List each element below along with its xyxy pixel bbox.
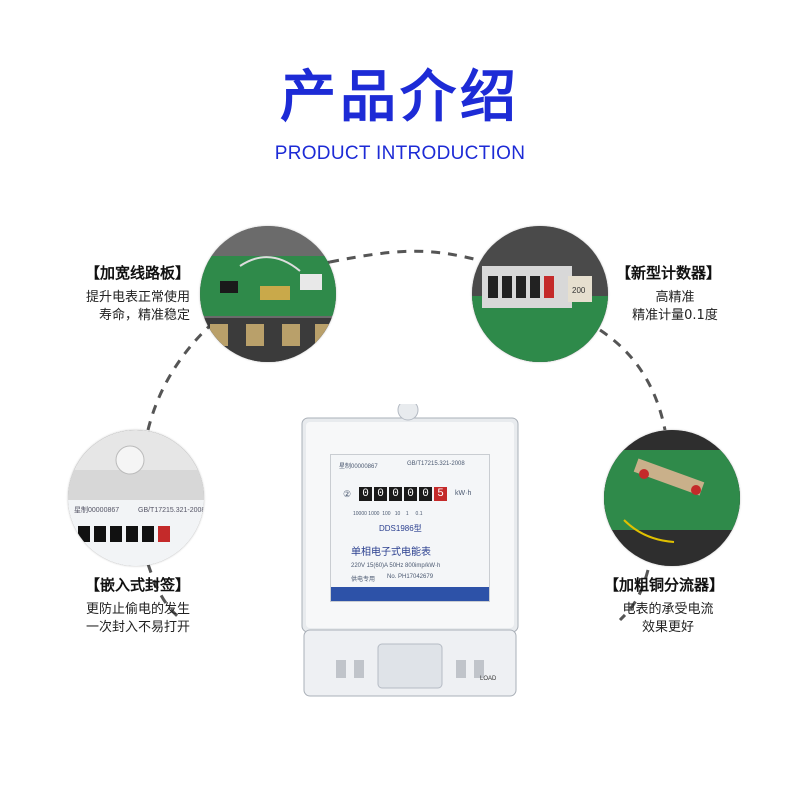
electric-meter: 星制00000867 GB/T17215.321-2008 ② 0 0 0 0 … [296, 399, 524, 700]
feature-title-copper-shunt: 【加粗铜分流器】 [604, 576, 725, 594]
meter-blue-band [331, 587, 489, 601]
meter-cert: 星制00000867 [339, 464, 378, 470]
page-title-cn: 产品介绍 [280, 65, 520, 130]
meter-model: DDS1986型 [379, 524, 422, 533]
counter-photo: 200 [472, 226, 608, 362]
feature-desc-copper-shunt-line1: 电表的承受电流 [622, 602, 714, 617]
meter-use-label: 供电专用 [351, 577, 376, 583]
meter-digit: 0 [404, 487, 417, 501]
svg-text:GB/T17215.321-2008: GB/T17215.321-2008 [138, 507, 204, 514]
meter-load-label: LOAD [480, 676, 497, 682]
meter-nameplate: 星制00000867 GB/T17215.321-2008 ② 0 0 0 0 … [330, 454, 490, 602]
page-title-en: PRODUCT INTRODUCTION [274, 143, 526, 164]
meter-serial: No. PH17042679 [387, 574, 434, 580]
meter-standard: GB/T17215.321-2008 [407, 461, 465, 467]
meter-name: 单相电子式电能表 [351, 547, 431, 558]
feature-desc-seal-line2: 一次封入不易打开 [85, 620, 190, 635]
meter-unit: kW·h [455, 490, 472, 497]
meter-spec: 220V 15(60)A 50Hz 800imp/kW·h [351, 563, 441, 569]
meter-digit: 0 [374, 487, 387, 501]
feature-desc-copper-shunt-line2: 效果更好 [641, 620, 694, 635]
copper-shunt-photo [604, 430, 740, 566]
meter-digit: 0 [359, 487, 372, 501]
svg-text:星制00000867: 星制00000867 [74, 505, 119, 514]
feature-title-seal: 【嵌入式封签】 [84, 576, 190, 594]
meter-digit-decimal: 5 [434, 487, 447, 501]
embedded-seal-photo: 星制00000867 GB/T17215.321-2008 [68, 430, 204, 566]
feature-desc-seal-line1: 更防止偷电的发生 [85, 602, 190, 617]
meter-phase-no: ② [343, 489, 352, 499]
meter-digit: 0 [389, 487, 402, 501]
feature-desc-counter-line2: 精准计量0.1度 [632, 308, 718, 323]
svg-text:200: 200 [572, 286, 586, 295]
meter-digit: 0 [419, 487, 432, 501]
feature-desc-circuit-board-line1: 提升电表正常使用 [85, 290, 190, 305]
meter-scale: 10000 1000 100 10 1 0.1 [353, 511, 423, 517]
feature-desc-circuit-board-line2: 寿命，精准稳定 [98, 308, 190, 323]
feature-desc-counter-line1: 高精准 [655, 290, 695, 305]
feature-title-circuit-board: 【加宽线路板】 [84, 264, 190, 282]
circuit-board-photo [200, 226, 336, 362]
feature-title-counter: 【新型计数器】 [616, 264, 722, 282]
meter-reading: 0 0 0 0 0 5 [359, 487, 447, 501]
